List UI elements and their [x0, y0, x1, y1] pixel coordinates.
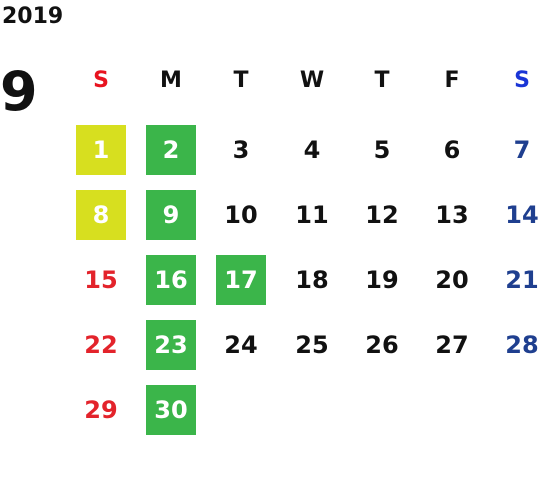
- day-cell[interactable]: 3: [232, 136, 250, 164]
- day-cell[interactable]: 6: [443, 136, 461, 164]
- day-cell[interactable]: 13: [435, 201, 469, 229]
- day-cell[interactable]: 14: [505, 201, 539, 229]
- day-cell[interactable]: 29: [84, 396, 118, 424]
- day-cell[interactable]: 10: [224, 201, 258, 229]
- day-cell[interactable]: 8: [76, 190, 126, 240]
- day-cell[interactable]: 7: [513, 136, 531, 164]
- day-cell[interactable]: 15: [84, 266, 118, 294]
- day-cell[interactable]: 24: [224, 331, 258, 359]
- day-cell[interactable]: 28: [505, 331, 539, 359]
- weekday-header: T: [374, 67, 390, 93]
- weekday-header: M: [160, 67, 182, 93]
- day-cell[interactable]: 20: [435, 266, 469, 294]
- day-cell[interactable]: 11: [295, 201, 329, 229]
- day-cell[interactable]: 21: [505, 266, 539, 294]
- day-cell[interactable]: 17: [216, 255, 266, 305]
- month-number: 9: [0, 60, 38, 123]
- day-cell[interactable]: 9: [146, 190, 196, 240]
- weekday-header: F: [444, 67, 460, 93]
- day-cell[interactable]: 16: [146, 255, 196, 305]
- day-cell[interactable]: 26: [365, 331, 399, 359]
- weekday-header: W: [299, 67, 325, 93]
- day-cell[interactable]: 25: [295, 331, 329, 359]
- day-cell[interactable]: 19: [365, 266, 399, 294]
- year-label: 2019: [2, 4, 64, 29]
- day-cell[interactable]: 5: [373, 136, 391, 164]
- weekday-header: S: [514, 67, 530, 93]
- day-cell[interactable]: 23: [146, 320, 196, 370]
- weekday-header: T: [233, 67, 249, 93]
- day-cell[interactable]: 1: [76, 125, 126, 175]
- day-cell[interactable]: 18: [295, 266, 329, 294]
- day-cell[interactable]: 22: [84, 331, 118, 359]
- day-cell[interactable]: 2: [146, 125, 196, 175]
- day-cell[interactable]: 4: [303, 136, 321, 164]
- day-cell[interactable]: 12: [365, 201, 399, 229]
- day-cell[interactable]: 30: [146, 385, 196, 435]
- day-cell[interactable]: 27: [435, 331, 469, 359]
- weekday-header: S: [93, 67, 109, 93]
